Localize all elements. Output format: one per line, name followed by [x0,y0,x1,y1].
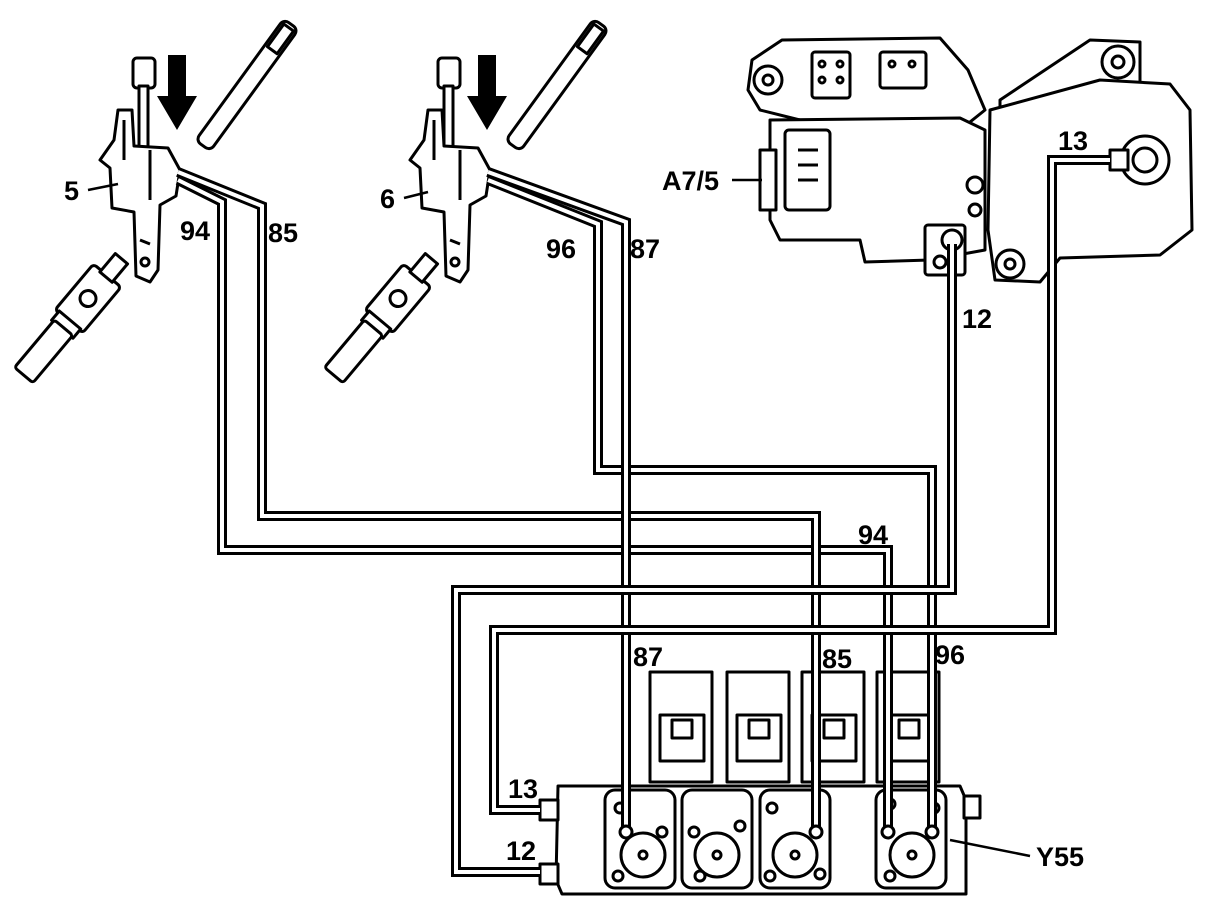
arrow-down-icon [157,55,197,130]
port-85 [808,824,824,840]
actuator-6-label: 6 [380,184,395,214]
leader-line [403,190,429,200]
line-label-85: 85 [822,644,852,674]
arrow-down-icon [467,55,507,130]
line-label-94: 94 [180,216,210,246]
actuator-5-label: 5 [64,176,79,206]
line-label-87: 87 [630,234,660,264]
line-label-96: 96 [546,234,576,264]
line-label-12: 12 [506,836,536,866]
line-13 [489,155,1110,815]
line-label-85: 85 [268,218,298,248]
leader-line [949,838,1031,858]
line-label-13: 13 [1058,126,1088,156]
port-96 [924,824,940,840]
line-label-94: 94 [858,520,888,550]
line-94-left [175,175,893,830]
port-94 [880,824,896,840]
valve-block-y55 [538,670,982,896]
control-unit-label: A7/5 [662,166,719,196]
control-unit-a7-5 [746,36,1194,284]
line-label-13: 13 [508,774,538,804]
line-87-right [486,167,631,830]
line-label-12: 12 [962,304,992,334]
line-85-left [176,167,821,830]
line-label-87: 87 [633,642,663,672]
leader-line [87,182,119,192]
valve-block-label: Y55 [1036,842,1084,872]
port-87 [618,824,634,840]
line-12 [451,244,957,877]
actuator-6 [324,19,608,384]
actuator-5 [14,19,298,384]
line-label-96: 96 [935,640,965,670]
